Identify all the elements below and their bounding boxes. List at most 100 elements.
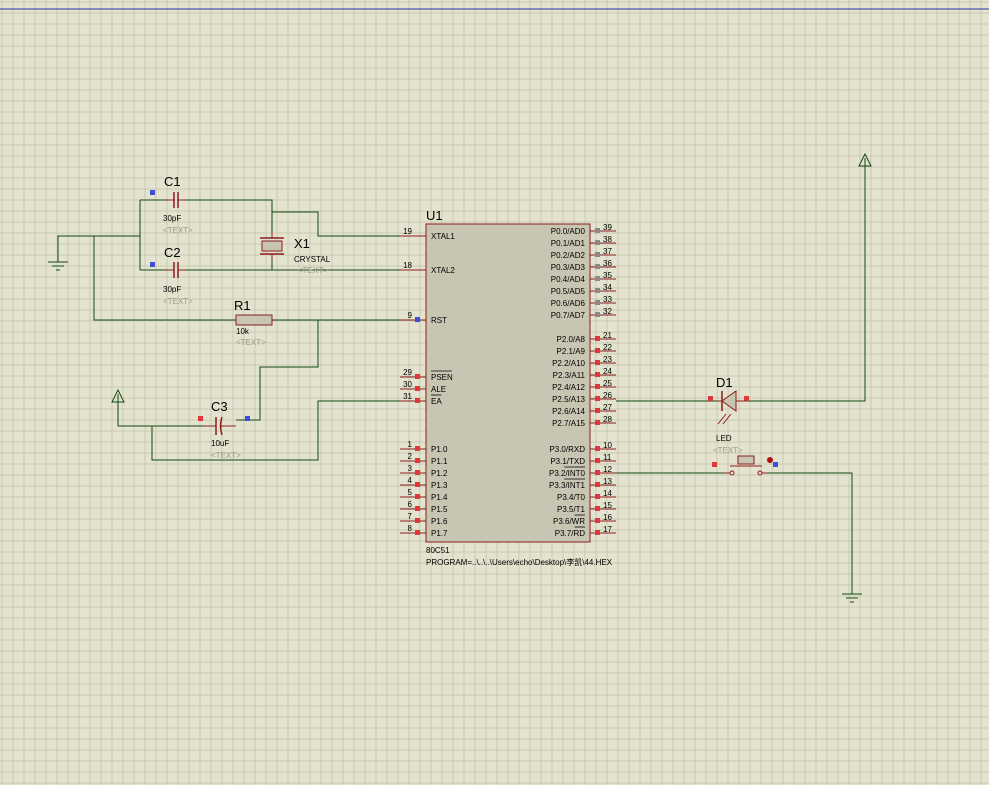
u1-pin-1[interactable]: 1P1.0 (400, 440, 448, 454)
u1-pin-name: XTAL2 (431, 266, 455, 275)
ground-right-icon (842, 593, 862, 603)
c3-ref: C3 (211, 399, 228, 414)
u1-pin-num: 15 (603, 501, 612, 510)
u1-pin-num: 29 (403, 368, 412, 377)
u1-pin-7[interactable]: 7P1.6 (400, 512, 448, 526)
u1-pin-name: P1.6 (431, 517, 448, 526)
u1-pin-33[interactable]: 33 P0.6/AD6 (551, 295, 616, 308)
d1-ref: D1 (716, 375, 733, 390)
u1-ref: U1 (426, 208, 443, 223)
u1-pin-num: 27 (603, 403, 612, 412)
c2-text: <TEXT> (163, 297, 193, 306)
u1-pin-name: P0.6/AD6 (551, 299, 586, 308)
u1-pin-num: 19 (403, 227, 412, 236)
u1-pin-6[interactable]: 6P1.5 (400, 500, 448, 514)
u1-pin-34[interactable]: 34 P0.5/AD5 (551, 283, 616, 296)
u1-pin-num: 22 (603, 343, 612, 352)
u1-pin-name: P0.5/AD5 (551, 287, 586, 296)
u1-pin-name: P2.0/A8 (557, 335, 586, 344)
u1-pin-21[interactable]: 21 P2.0/A8 (557, 331, 616, 344)
u1-pin-num: 17 (603, 525, 612, 534)
u1-pin-num: 8 (408, 524, 413, 533)
u1-pin-name: PSEN (431, 373, 453, 382)
capacitor-c3[interactable]: C3 10uF <TEXT> (198, 399, 250, 460)
wire-xtal1 (272, 211, 418, 237)
r1-ref: R1 (234, 298, 251, 313)
u1-pin-name: P1.1 (431, 457, 448, 466)
microcontroller-u1[interactable]: U1 80C51 PROGRAM=..\..\..\Users\echo\Des… (400, 208, 616, 567)
u1-pin-name: P1.2 (431, 469, 448, 478)
crystal-x1[interactable]: X1 CRYSTAL <TEXT> (260, 232, 331, 275)
u1-pin-num: 3 (408, 464, 413, 473)
u1-pin-name: P0.4/AD4 (551, 275, 586, 284)
u1-pin-2[interactable]: 2P1.1 (400, 452, 448, 466)
u1-part: 80C51 (426, 546, 450, 555)
d1-value: LED (716, 434, 732, 443)
c3-text: <TEXT> (211, 451, 241, 460)
u1-pin-num: 5 (408, 488, 413, 497)
u1-pin-name: P0.3/AD3 (551, 263, 586, 272)
u1-right-pins: 39P0.0/AD038P0.1/AD137P0.2/AD236P0.3/AD3… (549, 223, 616, 538)
r1-value: 10k (236, 327, 250, 336)
u1-pin-num: 18 (403, 261, 412, 270)
u1-pin-num: 34 (603, 283, 612, 292)
u1-pin-name: P1.0 (431, 445, 448, 454)
capacitor-c2[interactable]: C2 30pF <TEXT> (150, 245, 193, 306)
u1-pin-num: 6 (408, 500, 413, 509)
resistor-r1[interactable]: R1 10k <TEXT> (234, 298, 273, 347)
led-d1[interactable]: D1 LED <TEXT> (708, 375, 749, 455)
x1-text: <TEXT> (298, 266, 328, 275)
u1-pin-4[interactable]: 4P1.3 (400, 476, 448, 490)
u1-pin-15[interactable]: 15 P3.5/T1 (557, 501, 616, 514)
wire-vcc-c3 (117, 400, 204, 427)
c1-text: <TEXT> (163, 226, 193, 235)
u1-pin-3[interactable]: 3P1.2 (400, 464, 448, 478)
u1-pin-13[interactable]: 13 P3.3/INT1 (549, 477, 616, 490)
capacitor-c1[interactable]: C1 30pF <TEXT> (150, 174, 193, 235)
u1-pin-num: 13 (603, 477, 612, 486)
u1-pin-num: 35 (603, 271, 612, 280)
wire-c2-right (185, 254, 273, 271)
u1-pin-name: EA (431, 397, 442, 406)
x1-value: CRYSTAL (294, 255, 331, 264)
u1-pin-name: P0.7/AD7 (551, 311, 586, 320)
u1-pin-name: P3.5/T1 (557, 505, 586, 514)
u1-pin-35[interactable]: 35 P0.4/AD4 (551, 271, 616, 284)
u1-pin-name: P1.4 (431, 493, 448, 502)
u1-pin-num: 21 (603, 331, 612, 340)
u1-program: PROGRAM=..\..\..\Users\echo\Desktop\李凯\4… (426, 557, 613, 567)
wires (57, 166, 866, 594)
push-button-switch[interactable] (712, 455, 778, 476)
u1-pin-name: P3.3/INT1 (549, 481, 586, 490)
u1-pin-num: 33 (603, 295, 612, 304)
u1-pin-8[interactable]: 8P1.7 (400, 524, 448, 538)
u1-pin-num: 16 (603, 513, 612, 522)
u1-pin-name: P0.1/AD1 (551, 239, 586, 248)
u1-pin-5[interactable]: 5P1.4 (400, 488, 448, 502)
